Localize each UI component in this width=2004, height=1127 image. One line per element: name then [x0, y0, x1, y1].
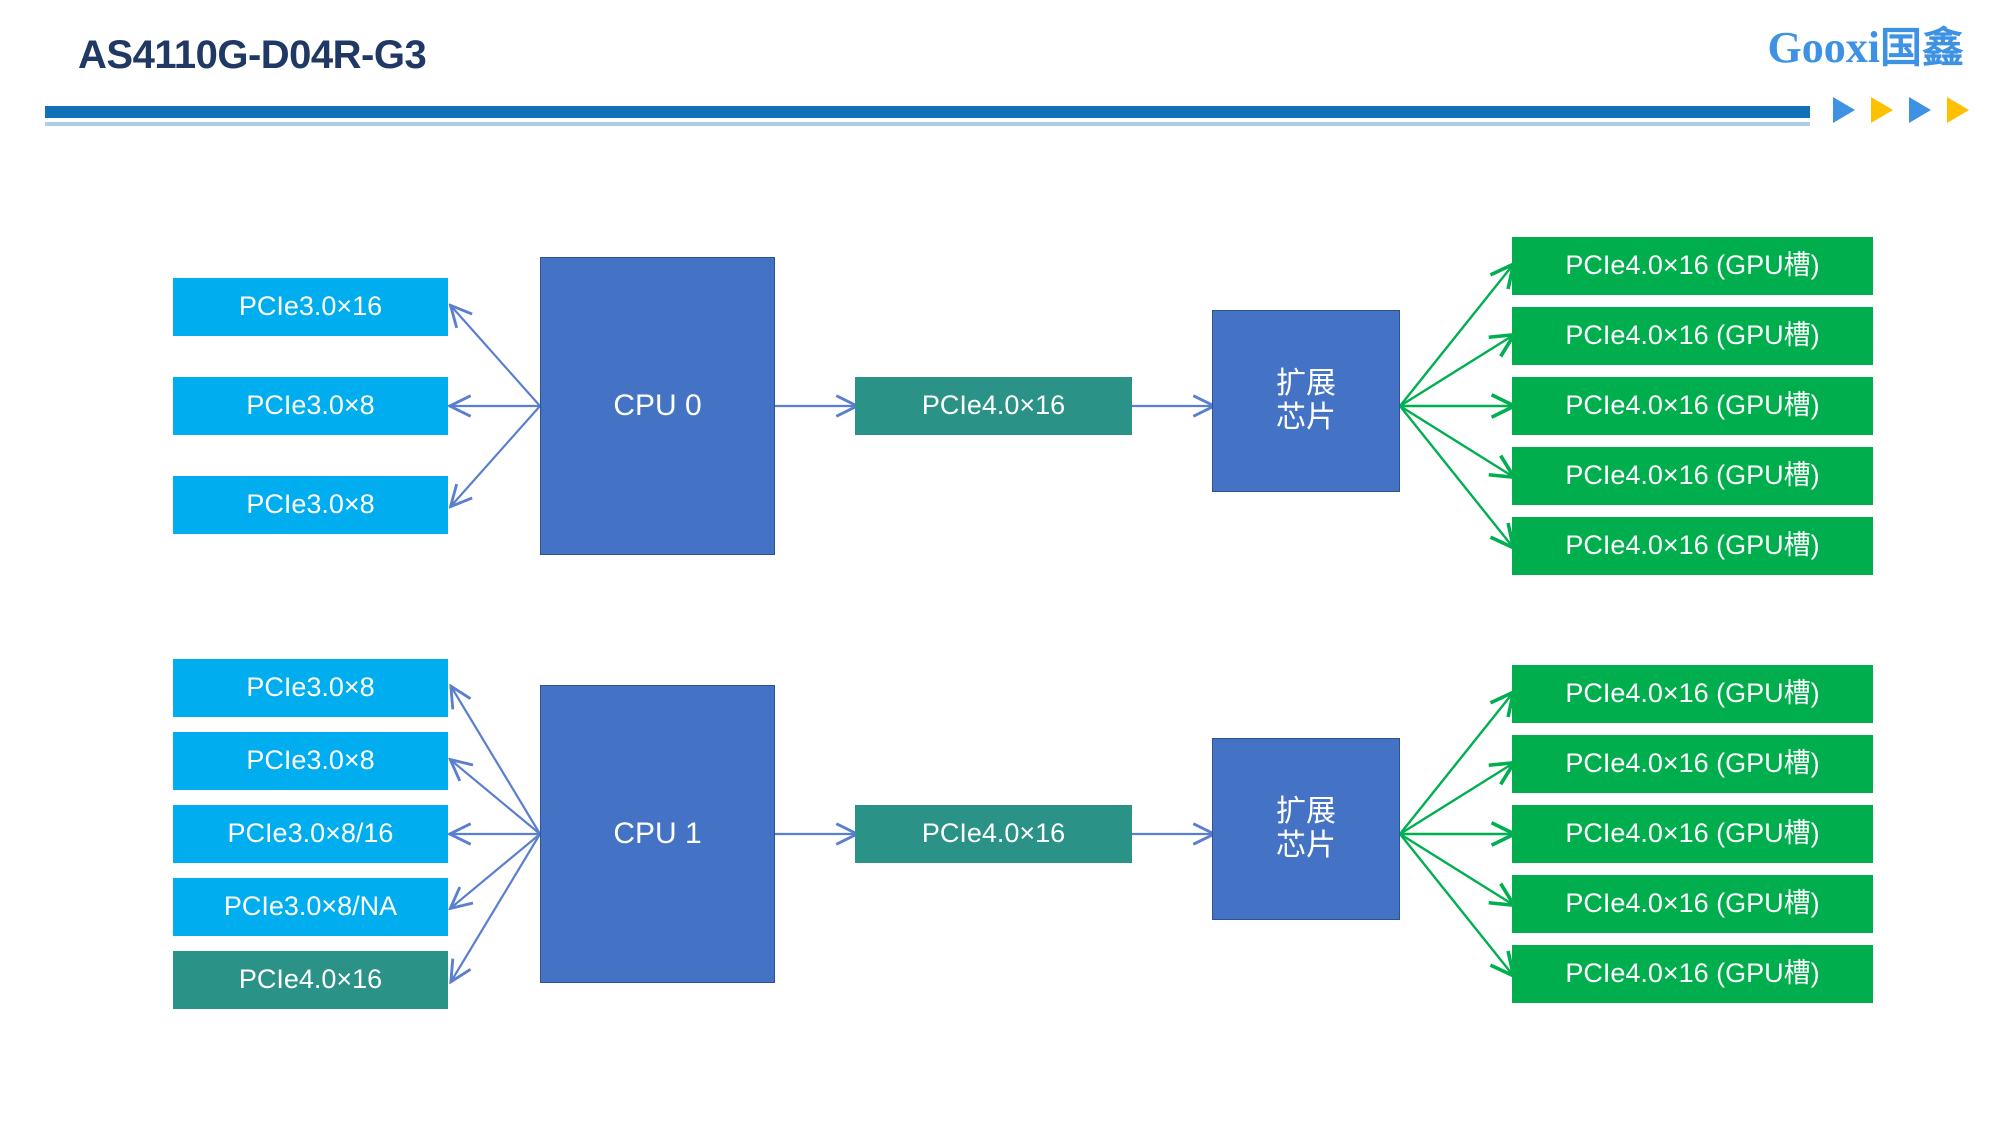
cpu1-port-1-label: PCIe3.0×8 — [246, 745, 375, 776]
cpu1-port-4-label: PCIe4.0×16 — [238, 964, 383, 995]
cpu1-gpu-slot-0[interactable]: PCIe4.0×16 (GPU槽) — [1512, 665, 1873, 723]
page-title: AS4110G-D04R-G3 — [78, 33, 427, 77]
cpu0-gpu-slot-2[interactable]: PCIe4.0×16 (GPU槽) — [1512, 377, 1873, 435]
cpu0-label: CPU 0 — [613, 388, 702, 422]
cpu1-gpu-slot-1-label: PCIe4.0×16 (GPU槽) — [1565, 748, 1820, 779]
cpu1-port-0[interactable]: PCIe3.0×8 — [173, 659, 448, 717]
cpu1-port-2[interactable]: PCIe3.0×8/16 — [173, 805, 448, 863]
triangle-icon-3 — [1909, 97, 1931, 123]
triangle-icon-1 — [1833, 97, 1855, 123]
cpu0-left-connectors — [452, 307, 541, 505]
cpu1-gpu-connectors — [1399, 694, 1512, 974]
cpu0-gpu-connectors — [1399, 266, 1512, 546]
cpu0-gpu-slot-0[interactable]: PCIe4.0×16 (GPU槽) — [1512, 237, 1873, 295]
cpu0-uplink[interactable]: PCIe4.0×16 — [855, 377, 1132, 435]
cpu1-uplink[interactable]: PCIe4.0×16 — [855, 805, 1132, 863]
cpu0-block[interactable]: CPU 0 — [540, 257, 775, 555]
cpu1-gpu-slot-4-label: PCIe4.0×16 (GPU槽) — [1565, 958, 1820, 989]
cpu1-gpu-slot-4[interactable]: PCIe4.0×16 (GPU槽) — [1512, 945, 1873, 1003]
cpu0-port-0-label: PCIe3.0×16 — [238, 291, 383, 322]
cpu0-gpu-slot-4-label: PCIe4.0×16 (GPU槽) — [1565, 530, 1820, 561]
cpu1-label: CPU 1 — [613, 816, 702, 850]
cpu1-expansion-chip[interactable]: 扩展 芯片 — [1212, 738, 1400, 920]
cpu0-port-2[interactable]: PCIe3.0×8 — [173, 476, 448, 534]
cpu0-port-1[interactable]: PCIe3.0×8 — [173, 377, 448, 435]
cpu1-gpu-slot-3-label: PCIe4.0×16 (GPU槽) — [1565, 888, 1820, 919]
header-rule-thick — [45, 106, 1810, 118]
cpu0-gpu-slot-0-label: PCIe4.0×16 (GPU槽) — [1565, 250, 1820, 281]
cpu1-gpu-slot-2[interactable]: PCIe4.0×16 (GPU槽) — [1512, 805, 1873, 863]
cpu1-uplink-label: PCIe4.0×16 — [921, 818, 1066, 849]
cpu0-chip-label-1: 扩展 — [1276, 365, 1336, 401]
triangle-icon-2 — [1871, 97, 1893, 123]
cpu1-port-2-label: PCIe3.0×8/16 — [227, 818, 394, 849]
cpu0-gpu-slot-2-label: PCIe4.0×16 (GPU槽) — [1565, 390, 1820, 421]
gooxi-logo: Gooxi国鑫 — [1768, 26, 1964, 70]
logo-triangle-row — [1833, 97, 1969, 123]
cpu1-gpu-slot-1[interactable]: PCIe4.0×16 (GPU槽) — [1512, 735, 1873, 793]
cpu1-port-4[interactable]: PCIe4.0×16 — [173, 951, 448, 1009]
logo-latin-text: Gooxi — [1767, 23, 1880, 72]
cpu1-port-1[interactable]: PCIe3.0×8 — [173, 732, 448, 790]
cpu0-port-1-label: PCIe3.0×8 — [246, 390, 375, 421]
triangle-icon-4 — [1947, 97, 1969, 123]
cpu0-port-0[interactable]: PCIe3.0×16 — [173, 278, 448, 336]
cpu1-block[interactable]: CPU 1 — [540, 685, 775, 983]
cpu0-expansion-chip[interactable]: 扩展 芯片 — [1212, 310, 1400, 492]
cpu1-gpu-slot-2-label: PCIe4.0×16 (GPU槽) — [1565, 818, 1820, 849]
logo-cjk-text: 国鑫 — [1879, 23, 1964, 72]
logo-text: Gooxi国鑫 — [1768, 26, 1964, 70]
cpu1-gpu-slot-3[interactable]: PCIe4.0×16 (GPU槽) — [1512, 875, 1873, 933]
cpu0-gpu-slot-4[interactable]: PCIe4.0×16 (GPU槽) — [1512, 517, 1873, 575]
cpu0-gpu-slot-1-label: PCIe4.0×16 (GPU槽) — [1565, 320, 1820, 351]
cpu1-left-connectors — [452, 688, 541, 980]
cpu1-port-3[interactable]: PCIe3.0×8/NA — [173, 878, 448, 936]
cpu0-uplink-label: PCIe4.0×16 — [921, 390, 1066, 421]
cpu0-port-2-label: PCIe3.0×8 — [246, 489, 375, 520]
cpu0-gpu-slot-3[interactable]: PCIe4.0×16 (GPU槽) — [1512, 447, 1873, 505]
cpu1-chip-label-2: 芯片 — [1276, 828, 1336, 863]
cpu1-chip-label-1: 扩展 — [1276, 793, 1336, 829]
cpu1-gpu-slot-0-label: PCIe4.0×16 (GPU槽) — [1565, 678, 1820, 709]
header-rule-thin — [45, 122, 1810, 126]
cpu0-chip-label-2: 芯片 — [1276, 400, 1336, 435]
cpu1-port-0-label: PCIe3.0×8 — [246, 672, 375, 703]
cpu0-gpu-slot-1[interactable]: PCIe4.0×16 (GPU槽) — [1512, 307, 1873, 365]
cpu0-gpu-slot-3-label: PCIe4.0×16 (GPU槽) — [1565, 460, 1820, 491]
cpu1-port-3-label: PCIe3.0×8/NA — [223, 891, 398, 922]
